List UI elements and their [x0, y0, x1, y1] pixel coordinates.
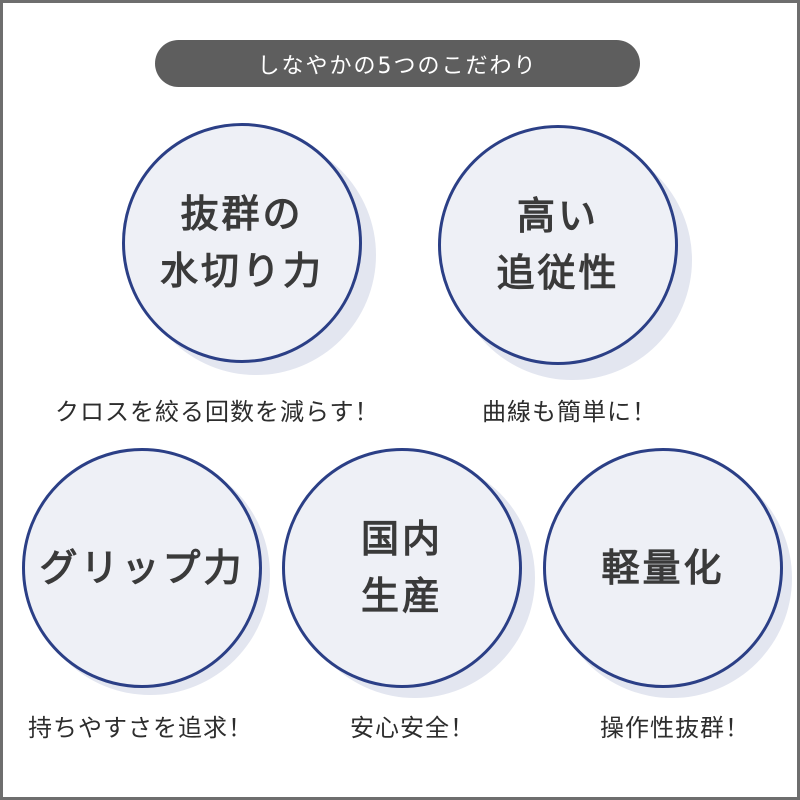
feature-circle-lightweight: 軽量化 [543, 448, 783, 688]
feature-caption: クロスを絞る回数を減らす！ [55, 398, 380, 426]
feature-caption: 安心安全！ [350, 714, 475, 742]
feature-title: 軽量化 [601, 545, 725, 590]
feature-title: 高い 追従性 [496, 194, 620, 295]
feature-circle-grip: グリップ力 [22, 448, 262, 688]
feature-circle-conformity: 高い 追従性 [438, 125, 678, 365]
feature-title: 抜群の 水切り力 [159, 192, 324, 293]
feature-caption: 持ちやすさを追求！ [28, 714, 253, 742]
header-title: しなやかの5つのこだわり [257, 53, 538, 79]
feature-caption: 操作性抜群！ [600, 714, 750, 742]
header-banner: しなやかの5つのこだわり [155, 40, 640, 87]
feature-circle-domestic: 国内 生産 [282, 448, 522, 688]
feature-caption: 曲線も簡単に！ [482, 398, 657, 426]
feature-circle-drainage: 抜群の 水切り力 [122, 123, 362, 363]
feature-title: グリップ力 [39, 545, 245, 590]
feature-title: 国内 生産 [360, 517, 443, 618]
